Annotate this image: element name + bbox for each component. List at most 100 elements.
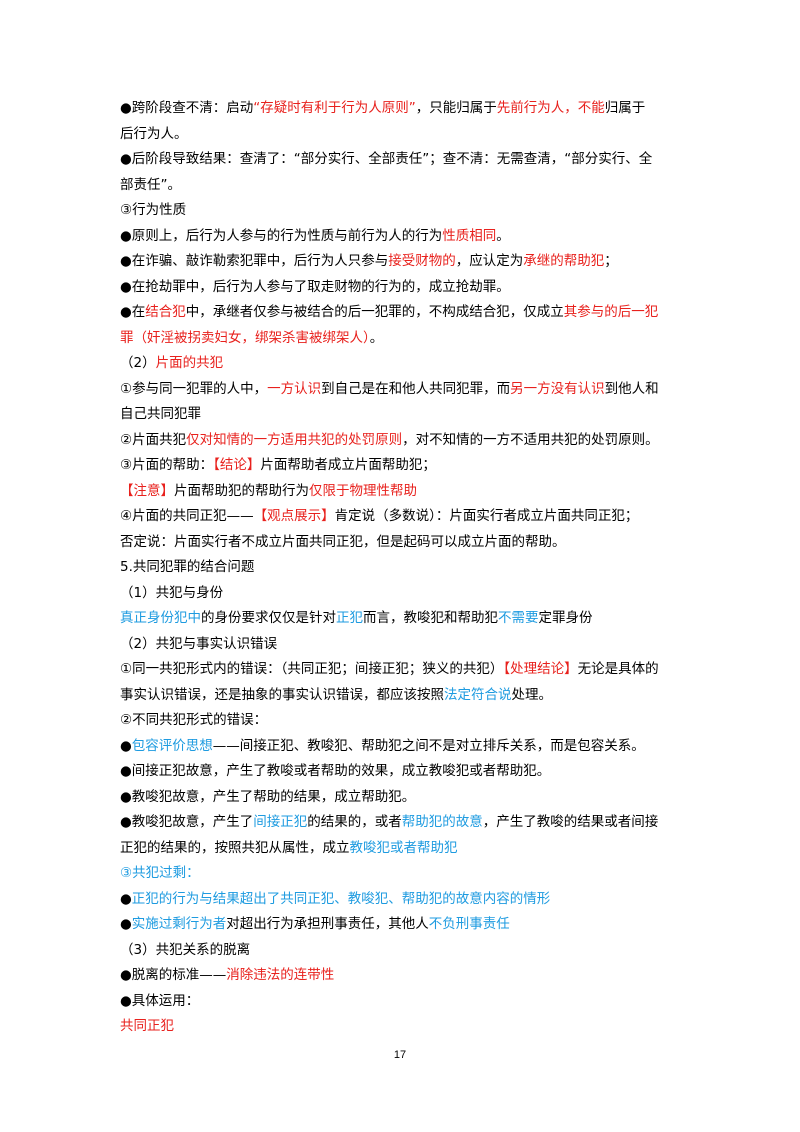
body-text: ● — [120, 737, 132, 754]
text-line: ②不同共犯形式的错误： — [120, 708, 690, 734]
text-line: ●具体运用： — [120, 989, 690, 1015]
body-text: 处理。 — [511, 686, 553, 703]
body-text: ，只能归属于 — [415, 100, 497, 116]
body-text: 正犯的结果的，按照共犯从属性，成立 — [120, 839, 350, 856]
text-line: 共同正犯 — [120, 1014, 690, 1040]
body-text: 而言，教唆犯和帮助犯 — [363, 610, 498, 626]
body-text: ●具体运用： — [120, 992, 200, 1009]
body-text: 5.共同犯罪的结合问题 — [120, 559, 255, 575]
body-text: （2）共犯与事实认识错误 — [120, 635, 278, 652]
text-line: ●教唆犯故意，产生了帮助的结果，成立帮助犯。 — [120, 785, 690, 811]
text-line: ●原则上，后行为人参与的行为性质与前行为人的行为性质相同。 — [120, 224, 690, 250]
body-text: ●原则上，后行为人参与的行为性质与前行为人的行为 — [120, 227, 443, 244]
body-text: 。 — [496, 227, 510, 244]
body-text: ； — [604, 253, 618, 269]
text-line: 否定说：片面实行者不成立片面共同正犯，但是起码可以成立片面的帮助。 — [120, 530, 690, 556]
body-text: 定罪身份 — [538, 610, 593, 626]
text-line: ●在结合犯中，承继者仅参与被结合的后一犯罪的，不构成结合犯，仅成立其参与的后一犯 — [120, 300, 690, 326]
highlight-red-text: 另一方没有认识 — [510, 380, 605, 397]
highlight-blue-text: 不负刑事责任 — [428, 916, 510, 932]
text-line: ●跨阶段查不清：启动“存疑时有利于行为人原则”，只能归属于先前行为人，不能归属于 — [120, 96, 690, 122]
body-text: 无论是具体的 — [577, 661, 659, 677]
body-text: 后行为人。 — [120, 125, 188, 142]
highlight-blue-text: 包容评价思想 — [131, 737, 213, 754]
text-line: 罪（奸淫被拐卖妇女，绑架杀害被绑架人）。 — [120, 326, 690, 352]
body-text: 肯定说（多数说）：片面实行者成立片面共同正犯； — [334, 508, 639, 524]
text-line: ●包容评价思想——间接正犯、教唆犯、帮助犯之间不是对立排斥关系，而是包容关系。 — [120, 734, 690, 760]
text-line: ●教唆犯故意，产生了间接正犯的结果的，或者帮助犯的故意，产生了教唆的结果或者间接 — [120, 810, 690, 836]
text-line: 自己共同犯罪 — [120, 402, 690, 428]
body-text: ②片面共犯 — [120, 431, 187, 448]
body-text: ●间接正犯故意，产生了教唆或者帮助的效果，成立教唆犯或者帮助犯。 — [120, 763, 551, 779]
highlight-blue-text: 正犯的行为与结果超出了共同正犯、教唆犯、帮助犯的故意内容的情形 — [131, 890, 551, 907]
body-text: ，对不知情的一方不适用共犯的处罚原则。 — [402, 431, 659, 448]
highlight-blue-text: 帮助犯的故意 — [401, 814, 483, 830]
body-text: ④片面的共同正犯—— — [120, 508, 254, 524]
page-number: 17 — [393, 1049, 407, 1061]
text-line: ③行为性质 — [120, 198, 690, 224]
highlight-red-text: 【处理结论】 — [503, 661, 578, 677]
text-line: 部责任”。 — [120, 173, 690, 199]
text-line: ①同一共犯形式内的错误：（共同正犯；间接正犯；狭义的共犯）【处理结论】无论是具体… — [120, 657, 690, 683]
highlight-red-text: 消除违法的连带性 — [226, 967, 335, 983]
body-text: 。 — [369, 329, 384, 346]
text-line: （3）共犯关系的脱离 — [120, 938, 690, 964]
body-text: ，应认定为 — [455, 253, 524, 269]
text-line: ●在抢劫罪中，后行为人参与了取走财物的行为的，成立抢劫罪。 — [120, 275, 690, 301]
body-text: 自己共同犯罪 — [120, 406, 201, 422]
body-text: ●后阶段导致结果：查清了：“部分实行、全部责任”；查不清：无需查清，“部分实行、… — [120, 151, 653, 167]
highlight-blue-text: 正犯 — [336, 610, 363, 626]
text-line: ●实施过剩行为者对超出行为承担刑事责任，其他人不负刑事责任 — [120, 912, 690, 938]
highlight-blue-text: 不需要 — [498, 610, 539, 626]
text-line: 5.共同犯罪的结合问题 — [120, 555, 690, 581]
text-line: 正犯的结果的，按照共犯从属性，成立教唆犯或者帮助犯 — [120, 836, 690, 862]
highlight-red-text: “存疑时有利于行为人原则” — [253, 100, 416, 116]
text-line: ●后阶段导致结果：查清了：“部分实行、全部责任”；查不清：无需查清，“部分实行、… — [120, 147, 690, 173]
text-line: 事实认识错误，还是抽象的事实认识错误，都应该按照法定符合说处理。 — [120, 683, 690, 709]
body-text: ●教唆犯故意，产生了 — [120, 814, 254, 830]
body-text: ，产生了教唆的结果或者间接 — [482, 814, 659, 830]
body-text: ● — [120, 890, 132, 907]
body-text: ③行为性质 — [120, 202, 187, 218]
body-text: ●在抢劫罪中，后行为人参与了取走财物的行为的，成立抢劫罪。 — [120, 278, 510, 295]
body-text: ●教唆犯故意，产生了帮助的结果，成立帮助犯。 — [120, 788, 416, 805]
text-line: 后行为人。 — [120, 122, 690, 148]
text-line: ●间接正犯故意，产生了教唆或者帮助的效果，成立教唆犯或者帮助犯。 — [120, 759, 690, 785]
body-text: 片面帮助者成立片面帮助犯； — [260, 457, 436, 473]
text-line: 真正身份犯中的身份要求仅仅是针对正犯而言，教唆犯和帮助犯不需要定罪身份 — [120, 606, 690, 632]
body-text: 到自己是在和他人共同犯罪，而 — [321, 380, 511, 397]
body-text: ②不同共犯形式的错误： — [120, 712, 268, 728]
body-text: 事实认识错误，还是抽象的事实认识错误，都应该按照 — [120, 686, 444, 703]
highlight-red-text: 仅限于物理性帮助 — [309, 482, 417, 499]
highlight-red-text: 接受财物的 — [388, 253, 456, 269]
text-line: ①参与同一犯罪的人中，一方认识到自己是在和他人共同犯罪，而另一方没有认识到他人和 — [120, 377, 690, 403]
text-line: ③片面的帮助：【结论】片面帮助者成立片面帮助犯； — [120, 453, 690, 479]
highlight-red-text: 一方认识 — [267, 380, 322, 397]
highlight-blue-text: 间接正犯 — [253, 814, 308, 830]
body-text: （2） — [120, 355, 156, 371]
body-text: （3）共犯关系的脱离 — [120, 941, 251, 958]
body-text: ①参与同一犯罪的人中， — [120, 380, 268, 397]
body-text: （1）共犯与身份 — [120, 584, 224, 601]
highlight-red-text: 【结论】 — [213, 457, 261, 473]
body-text: 的结果的，或者 — [307, 814, 402, 830]
body-text: 到他人和 — [604, 380, 659, 397]
highlight-red-text: 结合犯 — [145, 304, 186, 320]
highlight-blue-text: 教唆犯或者帮助犯 — [349, 839, 458, 856]
body-text: 部责任”。 — [120, 176, 181, 193]
highlight-red-text: 【注意】 — [120, 482, 174, 499]
highlight-red-text: 共同正犯 — [120, 1018, 174, 1034]
body-text: 中，承继者仅参与被结合的后一犯罪的，不构成结合犯，仅成立 — [185, 304, 564, 320]
body-text: ●跨阶段查不清：启动 — [120, 100, 254, 116]
body-text: ③片面的帮助： — [120, 457, 214, 473]
highlight-blue-text: ③共犯过剩： — [120, 865, 200, 881]
highlight-blue-text: 真正身份犯中 — [120, 610, 201, 626]
highlight-red-text: 【观点展示】 — [253, 508, 335, 524]
highlight-red-text: 仅对知情的一方适用共犯的处罚原则 — [186, 431, 403, 448]
highlight-blue-text: 实施过剩行为者 — [131, 916, 227, 932]
body-text: 否定说：片面实行者不成立片面共同正犯，但是起码可以成立片面的帮助。 — [120, 533, 566, 550]
text-line: ②片面共犯仅对知情的一方适用共犯的处罚原则，对不知情的一方不适用共犯的处罚原则。 — [120, 428, 690, 454]
highlight-blue-text: 法定符合说 — [444, 686, 512, 703]
body-text: ——间接正犯、教唆犯、帮助犯之间不是对立排斥关系，而是包容关系。 — [212, 737, 645, 754]
body-text: 片面帮助犯的帮助行为 — [174, 482, 309, 499]
